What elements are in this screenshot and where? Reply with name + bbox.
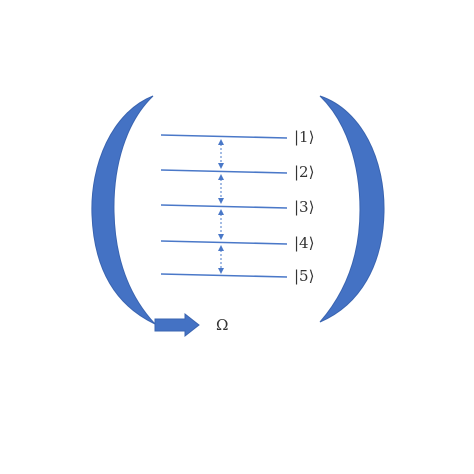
transition-arrows — [218, 139, 224, 274]
transition-arrow-1-2 — [218, 139, 224, 169]
transition-arrow-4-5 — [218, 245, 224, 274]
drive-label: Ω — [216, 316, 228, 334]
level-label-1: |1⟩ — [294, 128, 314, 146]
level-label-3: |3⟩ — [294, 198, 314, 216]
transition-arrow-3-4 — [218, 209, 224, 240]
energy-levels — [160, 134, 288, 278]
level-line-3 — [160, 204, 288, 209]
level-label-5: |5⟩ — [294, 267, 314, 285]
level-label-4: |4⟩ — [294, 234, 314, 252]
drive-arrow-icon — [154, 312, 200, 338]
level-line-1 — [160, 134, 288, 139]
transition-arrow-2-3 — [218, 174, 224, 204]
right-mirror — [319, 95, 385, 323]
level-line-4 — [160, 240, 288, 245]
level-labels: |1⟩ |2⟩ |3⟩ |4⟩ |5⟩ — [294, 128, 314, 285]
level-line-5 — [160, 273, 288, 278]
level-line-2 — [160, 169, 288, 174]
level-label-2: |2⟩ — [294, 163, 314, 181]
